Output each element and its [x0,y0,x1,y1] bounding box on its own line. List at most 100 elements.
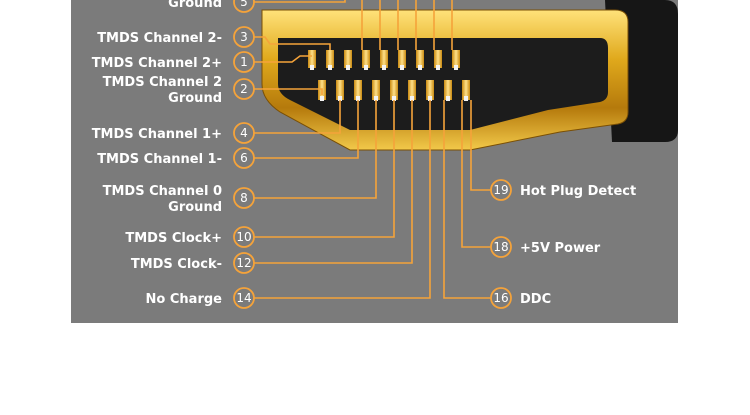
pin-number: 12 [236,256,251,270]
leader-line [254,100,413,264]
right-pin-labels: 19 Hot Plug Detect 18+5V Power 16 DDC [490,179,636,309]
pin-number-circle [233,78,255,100]
pin-contact-top [452,50,460,68]
pin-contact-top-tip [328,65,332,70]
leader-line [254,100,395,238]
pin-contact-bottom-tip [320,96,324,101]
pin-contact-bottom-tip [446,96,450,101]
pin-contact-top [344,50,352,68]
pin-number-circle [233,252,255,274]
pin-label-right: 19 Hot Plug Detect [490,179,636,201]
pin-label-left: 12 TMDS Clock- [131,252,255,274]
pin-label-text: TMDS Channel 2 [103,75,222,90]
pin-contact-bottom-tip [410,96,414,101]
pin-contact-top-tip [382,65,386,70]
pin-label-text: Ground [168,91,222,106]
pin-contact-top [416,50,424,68]
pin-label-text: +5V Power [520,241,601,256]
pin-number-circle [233,147,255,169]
pin-label-text: Ground [168,200,222,215]
pin-label-text: TMDS Clock- [131,257,222,272]
pin-label-left: 14 No Charge [146,287,255,309]
pin-contact-top [326,50,334,68]
pin-contact-bottom [408,80,416,100]
pin-label-left: 6 TMDS Channel 1- [97,147,255,169]
pin-contact-top-tip [454,65,458,70]
pin-number-circle [490,179,512,201]
pin-number: 5 [240,0,248,9]
pin-contact-top-tip [418,65,422,70]
leader-line [443,100,491,299]
pin-label-text: TMDS Channel 2+ [92,56,222,71]
pin-label-right: 18+5V Power [490,236,601,258]
pin-contact-bottom [336,80,344,100]
pin-contact-top [398,50,406,68]
pin-contact-bottom-tip [356,96,360,101]
pin-contacts [308,50,470,101]
pin-number: 19 [493,183,508,197]
pin-number-circle [233,0,255,13]
pin-contact-top-tip [346,65,350,70]
pin-number-circle [490,287,512,309]
pin-contact-top [308,50,316,68]
pin-contact-top-tip [436,65,440,70]
leader-line [254,36,331,50]
pin-contact-top [434,50,442,68]
pin-label-text: TMDS Clock+ [125,231,222,246]
pin-label-right: 16 DDC [490,287,551,309]
pin-label-text: No Charge [146,292,223,307]
pin-contact-bottom [354,80,362,100]
pin-label-text: Hot Plug Detect [520,184,636,199]
pin-contact-top-tip [310,65,314,70]
leader-line [254,100,359,159]
pin-number: 2 [240,82,248,96]
pin-contact-bottom-tip [338,96,342,101]
pin-number: 14 [236,291,251,305]
pin-contact-bottom [426,80,434,100]
pin-label-text: TMDS Channel 1+ [92,127,222,142]
pin-number-circle [490,236,512,258]
connector-cavity [278,38,608,130]
pin-contact-top-tip [364,65,368,70]
pin-number-circle [233,226,255,248]
leader-line [254,100,431,299]
pin-number-circle [233,187,255,209]
pin-contact-bottom [372,80,380,100]
pin-number-circle [233,287,255,309]
leader-lines [254,0,491,299]
pin-contact-bottom-tip [428,96,432,101]
pin-number: 10 [236,230,251,244]
pin-number-circle [233,26,255,48]
pin-label-text: DDC [520,292,551,307]
leader-line [254,88,323,95]
pin-number: 6 [240,151,248,165]
pin-contact-bottom-tip [374,96,378,101]
leader-line [254,0,346,3]
leader-line [254,100,377,199]
pin-contact-top-tip [400,65,404,70]
pin-contact-bottom-tip [392,96,396,101]
pin-label-text: TMDS Channel 1- [97,152,222,167]
pin-number-circle [233,51,255,73]
pin-number: 3 [240,30,248,44]
leader-line [461,100,491,248]
leader-line [254,100,341,134]
leader-line [254,55,312,63]
pin-number: 16 [493,291,508,305]
pin-label-left: 10 TMDS Clock+ [125,226,255,248]
pin-contact-top [380,50,388,68]
pin-contact-bottom-tip [464,96,468,101]
pin-label-text: TMDS Channel 0 [103,184,222,199]
leader-line [470,100,491,191]
pin-number-circle [233,122,255,144]
pin-contact-bottom [390,80,398,100]
pin-label-left: 4 TMDS Channel 1+ [92,122,255,144]
pin-number: 4 [240,126,248,140]
